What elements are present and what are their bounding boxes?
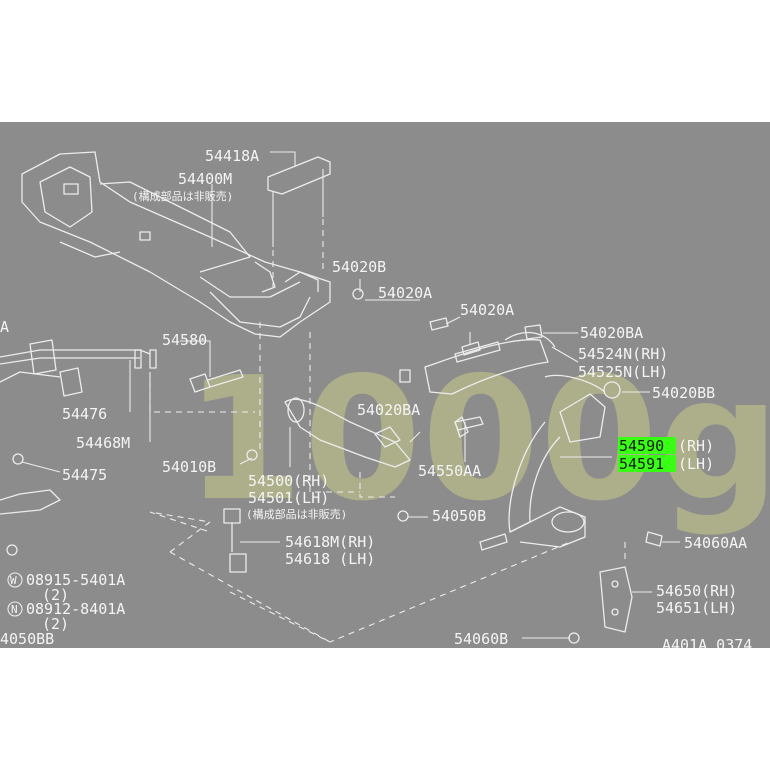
suspension-exploded-diagram: 1000g <box>0 147 770 648</box>
label-54020A-2: 54020A <box>460 301 514 319</box>
label-54525N: 54525N(LH) <box>578 363 668 381</box>
exploded-outline-2 <box>169 551 331 643</box>
label-08915: 08915-5401A <box>26 571 125 589</box>
label-08912: 08912-8401A <box>26 600 125 618</box>
label-54400M: 54400M <box>178 170 232 188</box>
parts-diagram-panel: 1000g <box>0 122 770 648</box>
circle-w-icon <box>7 572 23 588</box>
knuckle-drawing <box>479 374 606 551</box>
stabilizer-bar-drawing <box>0 339 255 556</box>
bracket-54650-drawing <box>599 531 663 633</box>
label-54501-note: (構成部品は非販売) <box>246 507 347 521</box>
label-54020BA-1: 54020BA <box>580 324 643 342</box>
circle-n-icon <box>7 601 23 617</box>
label-cut-a: A <box>0 318 9 336</box>
label-54475: 54475 <box>62 466 107 484</box>
label-circle-w: W <box>10 574 17 587</box>
crossmember-drawing <box>21 151 331 338</box>
bolt-54580-drawing <box>189 369 244 393</box>
lower-arm-drawing <box>259 322 411 498</box>
label-54590-side: (RH) <box>678 437 714 455</box>
exploded-outline <box>149 511 571 643</box>
label-54476: 54476 <box>62 405 107 423</box>
label-54618M: 54618M(RH) <box>285 533 375 551</box>
label-54418A: 54418A <box>205 147 259 165</box>
fasteners-drawing <box>12 288 621 644</box>
label-54650: 54650(RH) <box>656 582 737 600</box>
label-54020BB: 54020BB <box>652 384 715 402</box>
label-54590: 54590 <box>619 437 664 455</box>
label-54468M: 54468M <box>76 434 130 452</box>
label-54591: 54591 <box>619 455 664 473</box>
diagram-code: A401A 0374 <box>662 636 752 648</box>
highlight-54591 <box>618 455 676 472</box>
label-54020BA-2: 54020BA <box>357 401 420 419</box>
label-08915-qty: (2) <box>42 586 69 604</box>
stabilizer-link-drawing <box>223 508 247 573</box>
part-labels: 54418A 54400M (構成部品は非販売) 54020B 54020A 5… <box>0 147 752 648</box>
label-54060AA: 54060AA <box>684 534 747 552</box>
label-54618: 54618 (LH) <box>285 550 375 568</box>
label-4050BB: 4050BB <box>0 630 54 648</box>
label-54020B: 54020B <box>332 258 386 276</box>
label-54591-side: (LH) <box>678 455 714 473</box>
label-54020A-1: 54020A <box>378 284 432 302</box>
highlight-54590 <box>618 437 676 454</box>
label-54524N: 54524N(RH) <box>578 345 668 363</box>
label-54500: 54500(RH) <box>248 472 329 490</box>
leader-lines <box>21 151 680 639</box>
label-08912-qty: (2) <box>42 615 69 633</box>
bracket-54418A-drawing <box>267 156 331 287</box>
label-54060B: 54060B <box>454 630 508 648</box>
label-circle-n: N <box>11 603 18 616</box>
label-54651: 54651(LH) <box>656 599 737 617</box>
label-54400M-note: (構成部品は非販売) <box>132 189 233 203</box>
label-54580: 54580 <box>162 331 207 349</box>
label-54050B: 54050B <box>432 507 486 525</box>
label-54010B: 54010B <box>162 458 216 476</box>
label-54501: 54501(LH) <box>248 489 329 507</box>
label-54550AA: 54550AA <box>418 462 481 480</box>
